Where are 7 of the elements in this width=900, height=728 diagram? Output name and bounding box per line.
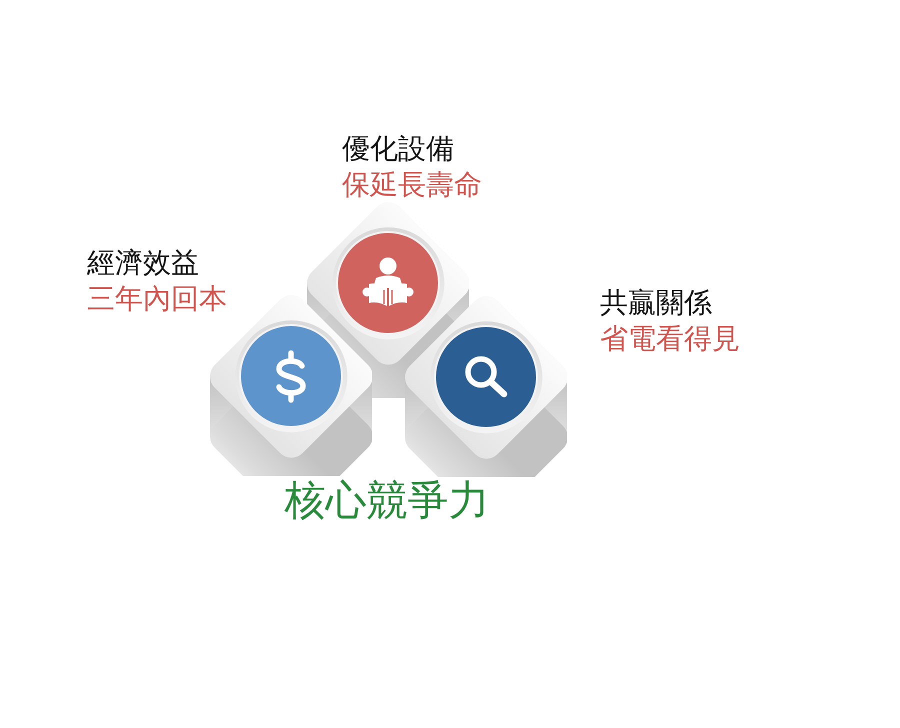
caption-title: 優化設備 (342, 132, 454, 166)
caption-subtitle: 三年內回本 (87, 282, 227, 316)
center-title: 核心競爭力 (284, 476, 490, 524)
caption-subtitle: 保延長壽命 (342, 168, 482, 202)
caption-title: 經濟效益 (87, 246, 199, 280)
caption-subtitle: 省電看得見 (600, 322, 740, 356)
caption-title: 共贏關係 (600, 286, 712, 320)
